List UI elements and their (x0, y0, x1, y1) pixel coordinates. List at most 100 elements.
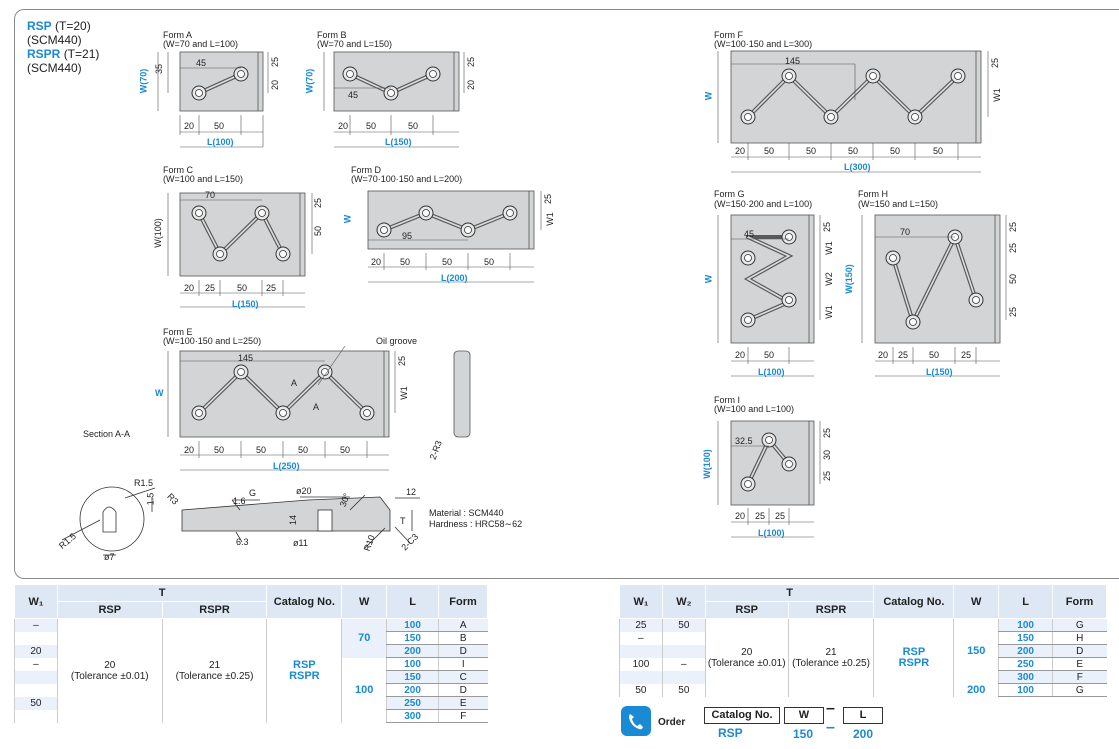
form-d-width: W (342, 214, 353, 224)
form-g-dim1: 45 (744, 229, 755, 239)
form-e-width: W (155, 388, 164, 398)
form-d-dim3: 25 (543, 193, 554, 205)
form-b-dim4: 20 (466, 79, 477, 91)
form-e-cond: (W=100·150 and L=250) (163, 336, 262, 346)
form-c-b3: 50 (237, 283, 248, 293)
col-w2: W₂ (661, 584, 706, 619)
col-w: W (341, 584, 388, 619)
form-b-dim1: 45 (348, 90, 359, 100)
form-a-dim3: 25 (270, 56, 281, 68)
form-g-b2: 50 (764, 350, 775, 360)
form-f-dim4: W1 (991, 88, 1002, 102)
form-f-b3: 50 (806, 146, 817, 156)
form-a-length: L(100) (207, 137, 234, 147)
form-h-dim5: 50 (1008, 273, 1019, 285)
form-a-dim4: 20 (270, 79, 281, 91)
form-h-length: L(150) (926, 367, 953, 377)
form-g-dim4: W1 (823, 241, 834, 255)
form-h-b2: 25 (898, 350, 909, 360)
form-c-dim4: 50 (313, 225, 324, 237)
form-f-b4: 50 (848, 146, 859, 156)
form-h-width: W(150) (843, 264, 854, 294)
form-d-dim1: 95 (402, 231, 413, 241)
form-i-title: Form I (714, 395, 740, 405)
oil-groove-label: Oil groove (376, 336, 418, 346)
order-dash1: – (826, 700, 835, 717)
form-i-width: W(100) (701, 449, 712, 479)
profile-phi20: ø20 (296, 486, 312, 496)
form-c-dim3: 25 (313, 197, 324, 209)
product-header: RSP (T=20) (SCM440) RSPR (T=21) (SCM440) (27, 19, 99, 75)
form-d-title: Form D (351, 165, 381, 175)
form-h-b4: 25 (961, 350, 972, 360)
spec-table-right: W₁ W₂ T Catalog No. W L Form RSP RSPR 25… (619, 584, 1107, 697)
profile-g-label: G (249, 488, 257, 498)
form-b-length: L(150) (385, 137, 412, 147)
form-h-dim6: 25 (1008, 306, 1019, 318)
form-d-plate (367, 190, 535, 250)
table-row: – 20(Tolerance ±0.01) 21(Tolerance ±0.25… (14, 618, 488, 723)
form-a-title: Form A (163, 30, 193, 40)
order-dash2: – (826, 719, 835, 736)
col-t: T (704, 584, 875, 602)
form-b-plate (333, 51, 460, 112)
order-l-box: L (843, 707, 883, 724)
col-form: Form (1052, 584, 1107, 619)
form-f-plate (730, 50, 982, 144)
form-e-title: Form E (163, 327, 193, 337)
section-a-mark1: A (291, 378, 298, 388)
profile-roughness-63: 6.3 (236, 537, 249, 547)
form-c-length: L(150) (232, 299, 259, 309)
form-c-b4: 25 (266, 283, 277, 293)
col-w1: W₁ (619, 584, 663, 619)
w-70-cell: 70 (341, 618, 387, 658)
drawing-frame (14, 9, 1119, 579)
form-e-dim3: 25 (397, 355, 408, 367)
form-c-title: Form C (163, 165, 193, 175)
form-f-cond: (W=100·150 and L=300) (714, 39, 813, 49)
form-b-title: Form B (317, 30, 347, 40)
section-aa-drawing (61, 486, 156, 556)
profile-phi11: ø11 (293, 538, 308, 548)
col-form: Form (438, 584, 488, 619)
form-f-b5: 50 (890, 146, 901, 156)
form-c-dim1: 70 (205, 190, 216, 200)
form-a-dim2: 35 (154, 63, 165, 75)
form-f-width: W (703, 91, 714, 101)
col-w: W (953, 584, 1000, 619)
form-h-plate (874, 214, 1001, 344)
rspr-material: (SCM440) (27, 61, 82, 75)
section-a-mark2: A (313, 402, 320, 412)
form-b-b2: 50 (366, 121, 377, 131)
profile-d14: 14 (288, 514, 299, 526)
col-rsp: RSP (704, 601, 789, 619)
spec-table-left: W₁ T Catalog No. W L Form RSP RSPR – 20(… (14, 584, 488, 723)
form-g-dim5: W2 (823, 272, 834, 286)
drawings-canvas (61, 50, 1007, 556)
form-h-dim3: 25 (1008, 221, 1019, 233)
hardness-label: Hardness : HRC58∼62 (429, 519, 523, 529)
form-h-cond: (W=150 and L=150) (858, 199, 939, 209)
rsp-thickness: (T=20) (55, 19, 91, 33)
form-i-dim4: 30 (822, 449, 833, 461)
t-rspr-cell: 21(Tolerance ±0.25) (787, 618, 874, 697)
form-b-b1: 20 (338, 121, 349, 131)
form-e-plate (179, 350, 390, 438)
form-g-dim3: 25 (822, 221, 833, 233)
col-l: L (386, 584, 440, 619)
section-r15-top: R1.5 (134, 478, 154, 488)
form-i-dim1: 32.5 (735, 436, 753, 446)
w-200-cell: 200 (953, 683, 999, 697)
form-d-b4: 50 (484, 257, 495, 267)
col-rspr: RSPR (161, 601, 268, 619)
col-rsp: RSP (56, 601, 163, 619)
side-view (453, 350, 471, 438)
rsp-label: RSP (27, 19, 52, 33)
col-rspr: RSPR (787, 601, 875, 619)
